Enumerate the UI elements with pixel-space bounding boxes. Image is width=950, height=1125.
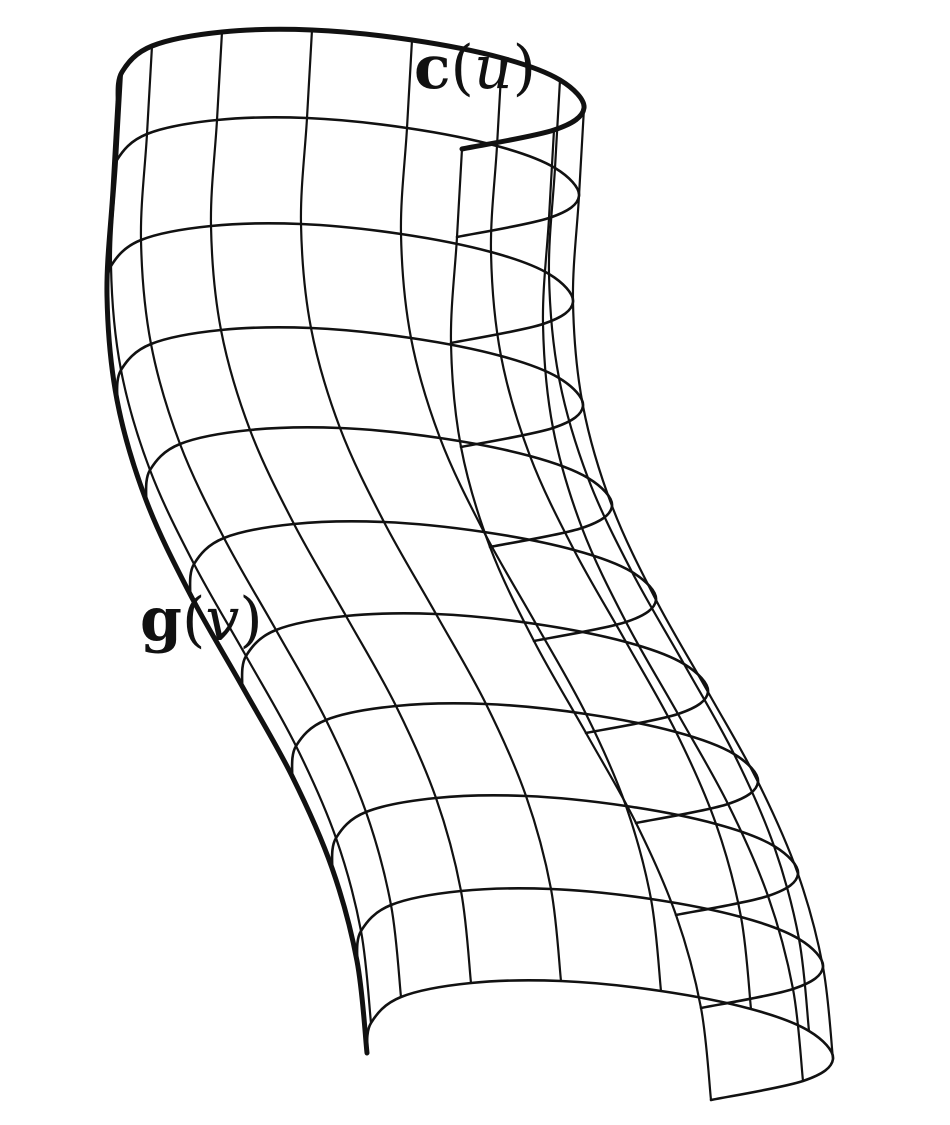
- generator-curve-g: [104, 99, 370, 1056]
- surface-u-line: [299, 28, 563, 983]
- surface-v-line: [365, 979, 835, 1102]
- surface-v-line: [330, 794, 800, 917]
- surface-v-line: [111, 116, 581, 239]
- surface-u-line: [489, 56, 753, 1011]
- surface-u-line: [399, 38, 663, 993]
- surface-u-line: [571, 106, 835, 1061]
- label-c-u-var: u: [474, 33, 513, 103]
- label-g-v: g(v): [140, 585, 263, 655]
- label-g-v-func: g: [140, 585, 182, 655]
- label-c-u-open: (: [451, 33, 474, 103]
- surface-u-line: [109, 70, 373, 1025]
- label-c-u-func: c: [414, 33, 451, 103]
- label-c-u: c(u): [414, 33, 536, 103]
- label-g-v-open: (: [182, 585, 205, 655]
- label-g-v-var: v: [205, 585, 239, 655]
- label-c-u-close: ): [513, 33, 536, 103]
- surface-u-line: [449, 147, 713, 1102]
- surface-u-line: [139, 44, 403, 999]
- label-g-v-close: ): [239, 585, 262, 655]
- surface-u-line: [547, 78, 811, 1033]
- surface-u-line: [209, 30, 473, 985]
- surface-v-line: [240, 612, 710, 735]
- directrix-curve-c: [115, 26, 587, 152]
- surface-mesh: [104, 26, 835, 1102]
- surface-v-line: [290, 702, 760, 825]
- surface-v-line: [105, 222, 575, 345]
- surface-u-line: [541, 128, 805, 1083]
